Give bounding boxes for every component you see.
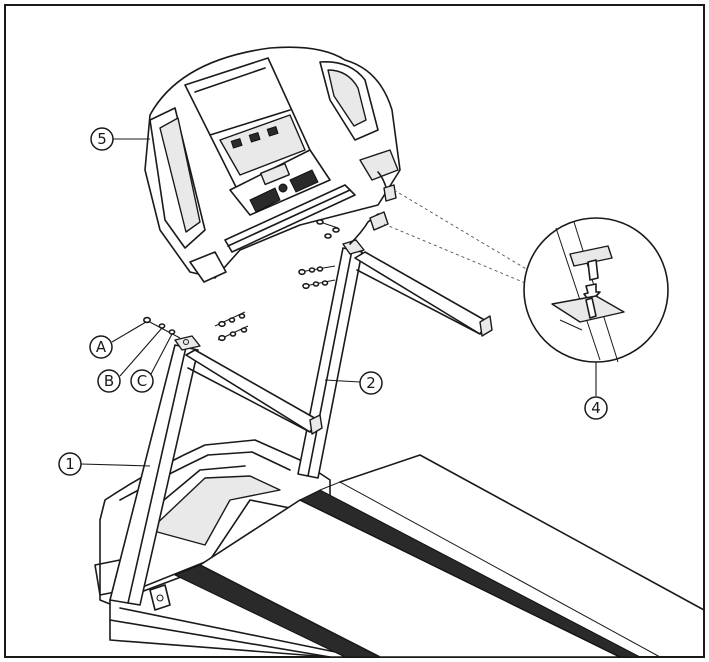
fasteners-right xyxy=(298,219,340,290)
callout-part-4: 4 xyxy=(584,396,608,420)
callout-fastener-b: B xyxy=(97,369,121,393)
callout-label-5: 5 xyxy=(97,130,107,148)
callout-label-2: 2 xyxy=(366,374,376,392)
callout-fastener-a: A xyxy=(89,335,113,359)
callout-fastener-c: C xyxy=(130,369,154,393)
callout-label-1: 1 xyxy=(65,455,75,473)
left-crossbar xyxy=(185,349,323,435)
console-cable xyxy=(349,213,379,245)
callout-label-c: C xyxy=(137,372,147,390)
callout-part-5: 5 xyxy=(90,127,114,151)
right-crossbar xyxy=(354,251,493,337)
washer-c xyxy=(168,329,176,335)
connector-detail-view xyxy=(383,189,669,363)
callout-part-1: 1 xyxy=(58,452,82,476)
callout-label-b: B xyxy=(104,372,114,390)
treadmill-base xyxy=(94,439,705,658)
callout-part-2: 2 xyxy=(359,371,383,395)
callout-label-4: 4 xyxy=(591,399,601,417)
console-part-5 xyxy=(144,46,401,283)
callout-label-a: A xyxy=(96,338,107,356)
washer-b xyxy=(158,323,166,329)
bolt-a xyxy=(143,316,152,324)
fasteners-left xyxy=(143,311,249,342)
left-upright-part-1 xyxy=(109,335,201,606)
